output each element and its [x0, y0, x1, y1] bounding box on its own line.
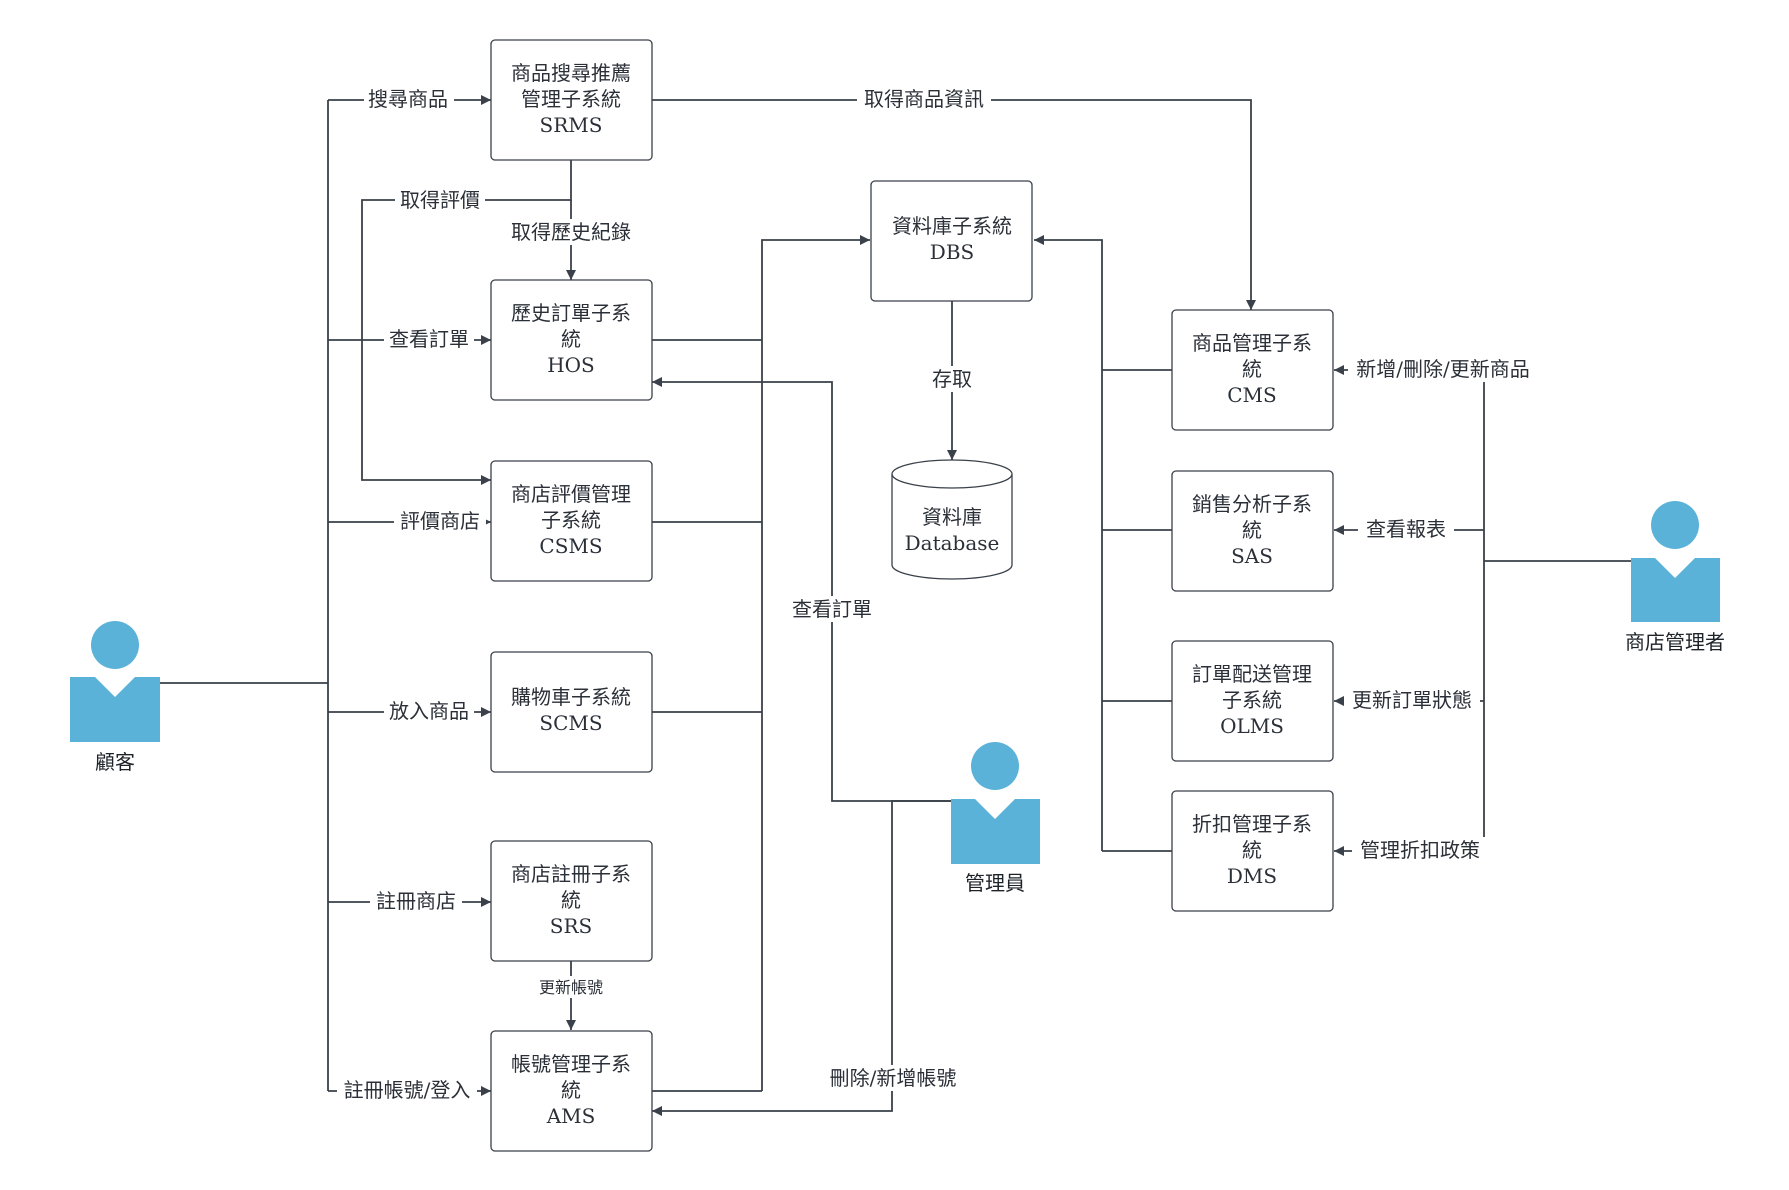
subsystem-hos[interactable]: 歷史訂單子系 統 HOS [490, 279, 653, 401]
cms-code: CMS [1227, 383, 1276, 407]
edge-admin-view-order [652, 377, 954, 802]
database-cylinder[interactable]: 資料庫 Database [891, 459, 1013, 580]
hos-name-line1: 歷史訂單子系 [511, 301, 631, 325]
dms-name-line1: 折扣管理子系 [1192, 812, 1312, 836]
subsystem-csms[interactable]: 商店評價管理 子系統 CSMS [490, 460, 653, 582]
ams-name-line2: 統 [561, 1078, 581, 1102]
csms-name-line2: 子系統 [541, 508, 601, 532]
left-bus-to-dbs [761, 235, 870, 1091]
subsystem-sas[interactable]: 銷售分析子系 統 SAS [1171, 470, 1334, 592]
label-update-account: 更新帳號 [539, 978, 603, 997]
srs-name-line2: 統 [561, 888, 581, 912]
subsystem-srs[interactable]: 商店註冊子系 統 SRS [490, 840, 653, 962]
subsystem-ams[interactable]: 帳號管理子系 統 AMS [490, 1030, 653, 1152]
sas-code: SAS [1231, 544, 1273, 568]
actor-admin[interactable]: 管理員 [951, 742, 1040, 895]
label-manage-product: 新增/刪除/更新商品 [1356, 357, 1529, 381]
label-delete-add-account: 刪除/新增帳號 [830, 1066, 957, 1090]
srms-name-line1: 商品搜尋推薦 [511, 61, 631, 85]
label-get-review: 取得評價 [400, 188, 480, 212]
ams-name-line1: 帳號管理子系 [511, 1052, 631, 1076]
csms-name-line1: 商店評價管理 [511, 482, 631, 506]
hos-name-line2: 統 [561, 327, 581, 351]
subsystem-cms[interactable]: 商品管理子系 統 CMS [1171, 309, 1334, 431]
label-register-login: 註冊帳號/登入 [344, 1078, 471, 1102]
dms-code: DMS [1227, 864, 1277, 888]
person-icon [70, 621, 160, 742]
label-add-product: 放入商品 [389, 699, 469, 723]
srs-name-line1: 商店註冊子系 [511, 862, 631, 886]
label-update-order-status: 更新訂單狀態 [1352, 688, 1472, 712]
srs-code: SRS [550, 914, 592, 938]
edge-labels: 搜尋商品 取得評價 取得歷史紀錄 查看訂單 評價商店 放入商品 註冊商店 註冊帳… [337, 86, 1538, 1103]
person-icon [951, 742, 1040, 864]
olms-name-line2: 子系統 [1222, 688, 1282, 712]
hos-code: HOS [547, 353, 595, 377]
actor-store-manager[interactable]: 商店管理者 [1625, 501, 1725, 654]
dbs-code: DBS [930, 240, 974, 264]
srms-name-line2: 管理子系統 [521, 87, 621, 111]
cms-name-line1: 商品管理子系 [1192, 331, 1312, 355]
subsystem-srms[interactable]: 商品搜尋推薦 管理子系統 SRMS [490, 39, 653, 161]
label-access: 存取 [932, 367, 972, 391]
label-admin-view-order: 查看訂單 [792, 597, 872, 621]
label-view-order: 查看訂單 [389, 327, 469, 351]
subsystem-scms[interactable]: 購物車子系統 SCMS [490, 651, 653, 773]
right-bus-to-dbs [1034, 235, 1103, 851]
cms-name-line2: 統 [1242, 357, 1262, 381]
label-register-store: 註冊商店 [376, 889, 456, 913]
subsystem-dbs[interactable]: 資料庫子系統 DBS [870, 180, 1033, 302]
olms-name-line1: 訂單配送管理 [1192, 662, 1312, 686]
label-get-product-info: 取得商品資訊 [864, 87, 984, 111]
person-icon [1631, 501, 1720, 622]
subsystem-olms[interactable]: 訂單配送管理 子系統 OLMS [1171, 640, 1334, 762]
olms-code: OLMS [1220, 714, 1284, 738]
dbs-name-line1: 資料庫子系統 [892, 214, 1012, 238]
admin-label: 管理員 [965, 871, 1025, 895]
label-view-report: 查看報表 [1366, 517, 1446, 541]
database-name-line2: Database [905, 531, 1000, 555]
actor-customer[interactable]: 顧客 [70, 621, 160, 774]
csms-code: CSMS [539, 534, 602, 558]
dms-name-line2: 統 [1242, 838, 1262, 862]
manager-trunk-line [1483, 370, 1635, 851]
sas-name-line1: 銷售分析子系 [1192, 492, 1312, 516]
edge-get-product-info [652, 99, 1256, 310]
label-search-product: 搜尋商品 [368, 87, 448, 111]
label-manage-discount: 管理折扣政策 [1360, 838, 1480, 862]
customer-trunk-line [160, 100, 329, 1091]
label-get-history: 取得歷史紀錄 [511, 220, 631, 244]
customer-label: 顧客 [95, 750, 135, 774]
label-review-store: 評價商店 [400, 509, 480, 533]
edge-get-review [361, 160, 572, 485]
scms-code: SCMS [539, 711, 602, 735]
srms-code: SRMS [540, 113, 603, 137]
scms-name-line1: 購物車子系統 [511, 685, 631, 709]
subsystem-dms[interactable]: 折扣管理子系 統 DMS [1171, 790, 1334, 912]
ams-code: AMS [546, 1104, 596, 1128]
edge-delete-add-account [652, 800, 954, 1116]
database-name-line1: 資料庫 [922, 505, 982, 529]
sas-name-line2: 統 [1242, 518, 1262, 542]
store-manager-label: 商店管理者 [1625, 630, 1725, 654]
